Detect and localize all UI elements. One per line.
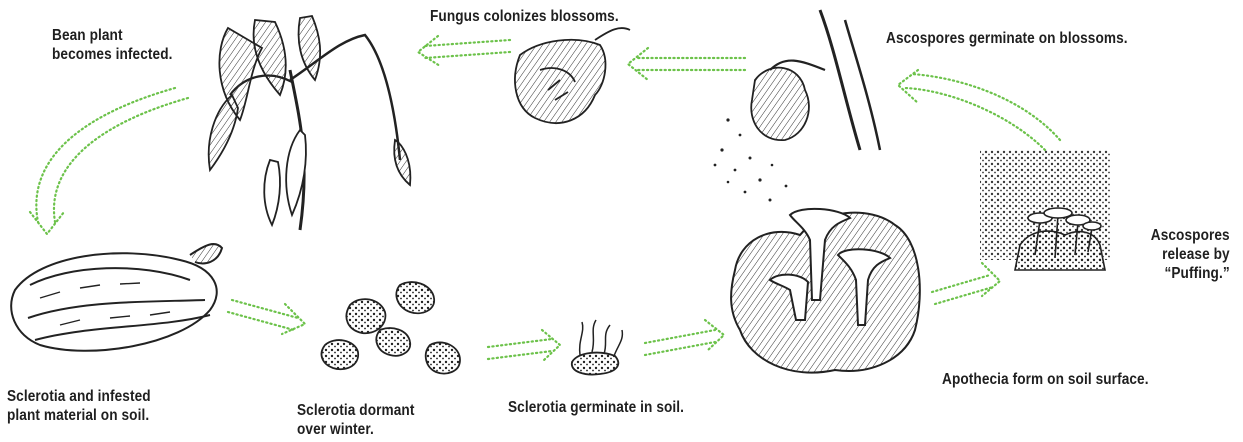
colonized-blossom-illustration [515, 28, 630, 123]
blossom-with-ascospores-illustration [714, 10, 880, 202]
label-sclerotia-infested: Sclerotia and infested plant material on… [7, 387, 151, 425]
label-ascospores-release: Ascospores release by “Puffing.” [1151, 226, 1230, 283]
label-sclerotia-germinate: Sclerotia germinate in soil. [508, 398, 684, 417]
arrow-apothecia-to-puffing [932, 263, 1000, 304]
arrow-blossoms-to-colonized [628, 48, 745, 80]
infested-plant-material-illustration [11, 244, 222, 351]
arrow-germinate-to-apothecia [645, 320, 724, 355]
germinating-sclerotia-illustration [572, 320, 623, 375]
arrow-dormant-to-germinate [488, 330, 560, 360]
apothecia-on-soil-illustration [731, 209, 920, 373]
label-bean-plant-infected: Bean plant becomes infected. [52, 26, 173, 64]
label-ascospores-germinate: Ascospores germinate on blossoms. [886, 29, 1128, 48]
label-fungus-colonizes: Fungus colonizes blossoms. [430, 7, 619, 26]
arrow-puffing-to-blossoms [898, 70, 1060, 150]
puffing-apothecia-illustration [980, 150, 1110, 270]
arrow-residue-to-dormant [228, 300, 305, 334]
arrow-colonized-to-plant [418, 36, 510, 66]
arrow-plant-to-residue [30, 88, 188, 234]
label-apothecia-form: Apothecia form on soil surface. [942, 370, 1149, 389]
dormant-sclerotia-illustration [322, 282, 460, 373]
label-sclerotia-dormant: Sclerotia dormant over winter. [297, 401, 414, 439]
wilted-bean-plant-illustration [209, 16, 411, 230]
